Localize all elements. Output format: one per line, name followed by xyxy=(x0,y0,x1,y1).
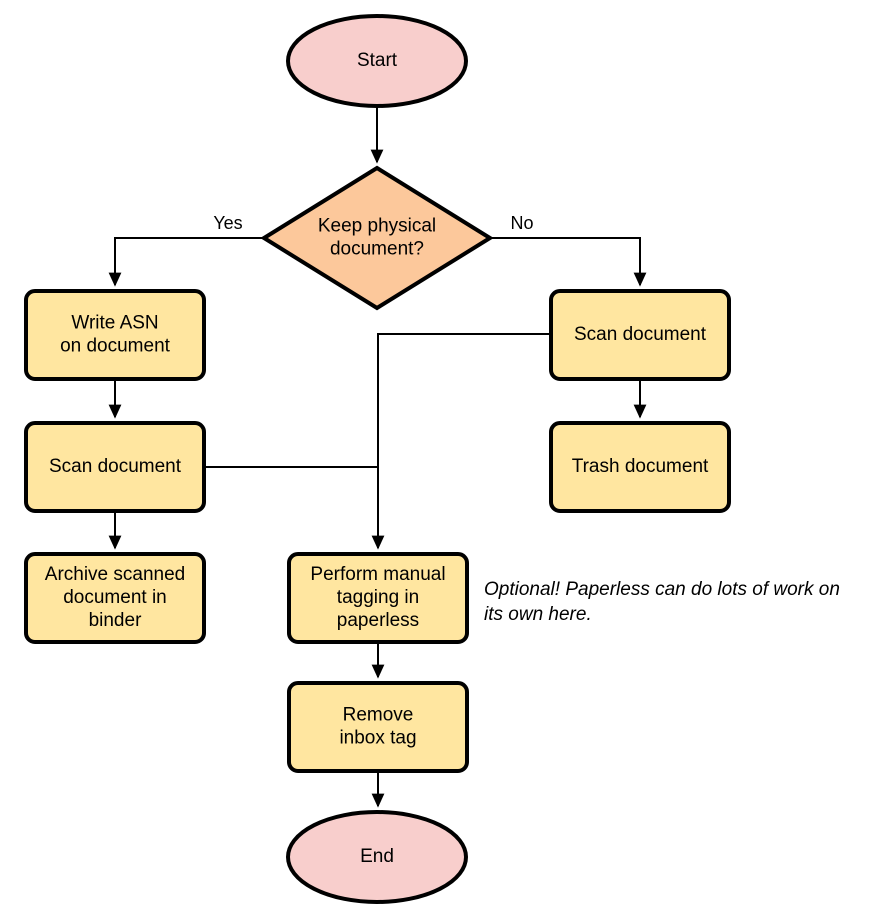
node-label-archive-binder: binder xyxy=(89,610,142,631)
node-trash-document[interactable]: Trash document xyxy=(549,421,731,513)
process-shape xyxy=(549,421,731,513)
process-shape xyxy=(24,289,206,381)
node-label-start: Start xyxy=(357,50,398,71)
process-shape xyxy=(24,421,206,513)
node-label-write-asn: Write ASN xyxy=(71,313,158,334)
terminator-shape xyxy=(286,810,468,904)
edge-decision-no: No xyxy=(490,213,647,287)
node-label-end: End xyxy=(360,846,394,867)
edge-decision-yes: Yes xyxy=(108,213,264,287)
notes-layer: Optional! Paperless can do lots of work … xyxy=(484,579,840,625)
edges-layer: Yes No xyxy=(108,106,647,808)
node-start[interactable]: Start xyxy=(286,14,468,108)
edge-path xyxy=(108,237,264,287)
node-label-scan-document-left: Scan document xyxy=(49,456,182,477)
node-label-manual-tagging: tagging in xyxy=(337,587,419,608)
node-end[interactable]: End xyxy=(286,810,468,904)
edge-path xyxy=(371,333,551,550)
note-line: Optional! Paperless can do lots of work … xyxy=(484,579,840,600)
decision-shape xyxy=(260,165,494,311)
terminator-shape xyxy=(286,14,468,108)
node-label-keep-physical: document? xyxy=(330,239,424,260)
node-label-manual-tagging: Perform manual xyxy=(310,564,445,585)
node-label-keep-physical: Keep physical xyxy=(318,216,436,237)
node-label-scan-document-right: Scan document xyxy=(574,324,707,345)
node-label-remove-inbox-tag: Remove xyxy=(343,705,414,726)
process-shape xyxy=(24,552,206,644)
node-label-trash-document: Trash document xyxy=(572,456,709,477)
node-scan-document-left[interactable]: Scan document xyxy=(24,421,206,513)
node-scan-document-right[interactable]: Scan document xyxy=(549,289,731,381)
process-shape xyxy=(287,681,469,773)
node-label-archive-binder: Archive scanned xyxy=(45,564,185,585)
node-label-manual-tagging: paperless xyxy=(337,610,419,631)
note-line: its own here. xyxy=(484,604,592,625)
node-label-archive-binder: document in xyxy=(63,587,167,608)
note-optional-note: Optional! Paperless can do lots of work … xyxy=(484,579,840,625)
edge-label-decision-no: No xyxy=(510,213,533,233)
edge-label-decision-yes: Yes xyxy=(213,213,242,233)
node-label-remove-inbox-tag: inbox tag xyxy=(339,728,416,749)
edge-scan-right-to-tagging xyxy=(371,333,551,550)
edge-path xyxy=(490,237,647,287)
node-label-write-asn: on document xyxy=(60,336,171,357)
process-shape xyxy=(287,552,469,644)
process-shape xyxy=(549,289,731,381)
